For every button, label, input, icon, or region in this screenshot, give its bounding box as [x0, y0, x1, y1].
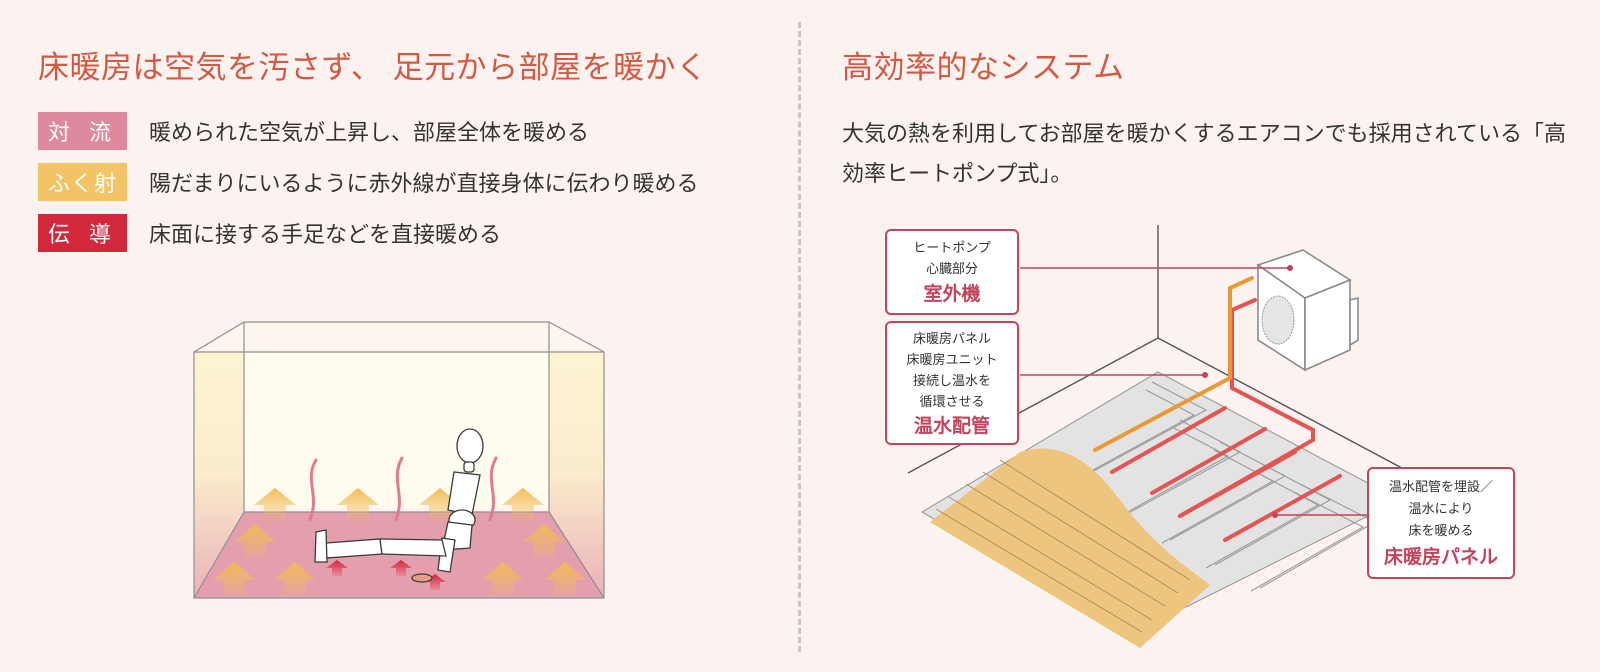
svg-text:温水配管: 温水配管	[914, 414, 990, 437]
left-heading: 床暖房は空気を汚さず、 足元から部屋を暖かく	[38, 50, 708, 86]
svg-text:床暖房パネル: 床暖房パネル	[1384, 545, 1498, 568]
right-heading: 高効率的なシステム	[842, 50, 1125, 86]
method-row-convection: 対 流 暖められた空気が上昇し、部屋全体を暖める	[38, 112, 589, 150]
callout-floor-panel: 温水配管を埋設／ 温水により 床を暖める 床暖房パネル	[1367, 467, 1515, 579]
svg-text:ヒートポンプ: ヒートポンプ	[913, 241, 991, 256]
svg-text:心臓部分: 心臓部分	[926, 262, 978, 277]
svg-text:温水配管を埋設／: 温水配管を埋設／	[1389, 479, 1493, 495]
method-text: 暖められた空気が上昇し、部屋全体を暖める	[149, 121, 590, 146]
svg-text:床を暖める: 床を暖める	[1408, 524, 1473, 539]
svg-text:床暖房ユニット: 床暖房ユニット	[906, 352, 997, 368]
badge-convection: 対 流	[38, 112, 127, 150]
svg-text:温水により: 温水により	[1409, 502, 1474, 517]
svg-text:床暖房パネル: 床暖房パネル	[913, 331, 991, 347]
callout-hot-water-piping: 床暖房パネル 床暖房ユニット 接続し温水を 循環させる 温水配管	[885, 321, 1019, 445]
method-row-radiation: ふく射 陽だまりにいるように赤外線が直接身体に伝わり暖める	[38, 163, 699, 201]
badge-radiation: ふく射	[38, 163, 127, 201]
method-text: 陽だまりにいるように赤外線が直接身体に伝わり暖める	[149, 172, 699, 197]
svg-text:室外機: 室外機	[923, 282, 980, 305]
right-column: 高効率的なシステム	[800, 0, 1600, 672]
svg-text:循環させる: 循環させる	[919, 395, 984, 410]
badge-conduction: 伝 導	[38, 214, 127, 252]
callout-outdoor-unit: ヒートポンプ 心臓部分 室外機	[885, 229, 1019, 315]
column-divider	[798, 22, 801, 652]
system-description: 大気の熱を利用してお部屋を暖かくするエアコンでも採用されている「高効率ヒートポン…	[842, 122, 1567, 187]
method-row-conduction: 伝 導 床面に接する手足などを直接暖める	[38, 214, 501, 252]
method-text: 床面に接する手足などを直接暖める	[149, 223, 502, 248]
left-column: 床暖房は空気を汚さず、 足元から部屋を暖かく 対 流 暖められた空気が上昇し、部…	[38, 50, 708, 599]
room-heating-illustration	[193, 321, 605, 599]
heat-pump-diagram: ヒートポンプ 心臓部分 室外機 床暖房パネル 床暖房ユニット 接続し温水を 循環…	[885, 225, 1515, 648]
svg-text:接続し温水を: 接続し温水を	[913, 373, 991, 389]
